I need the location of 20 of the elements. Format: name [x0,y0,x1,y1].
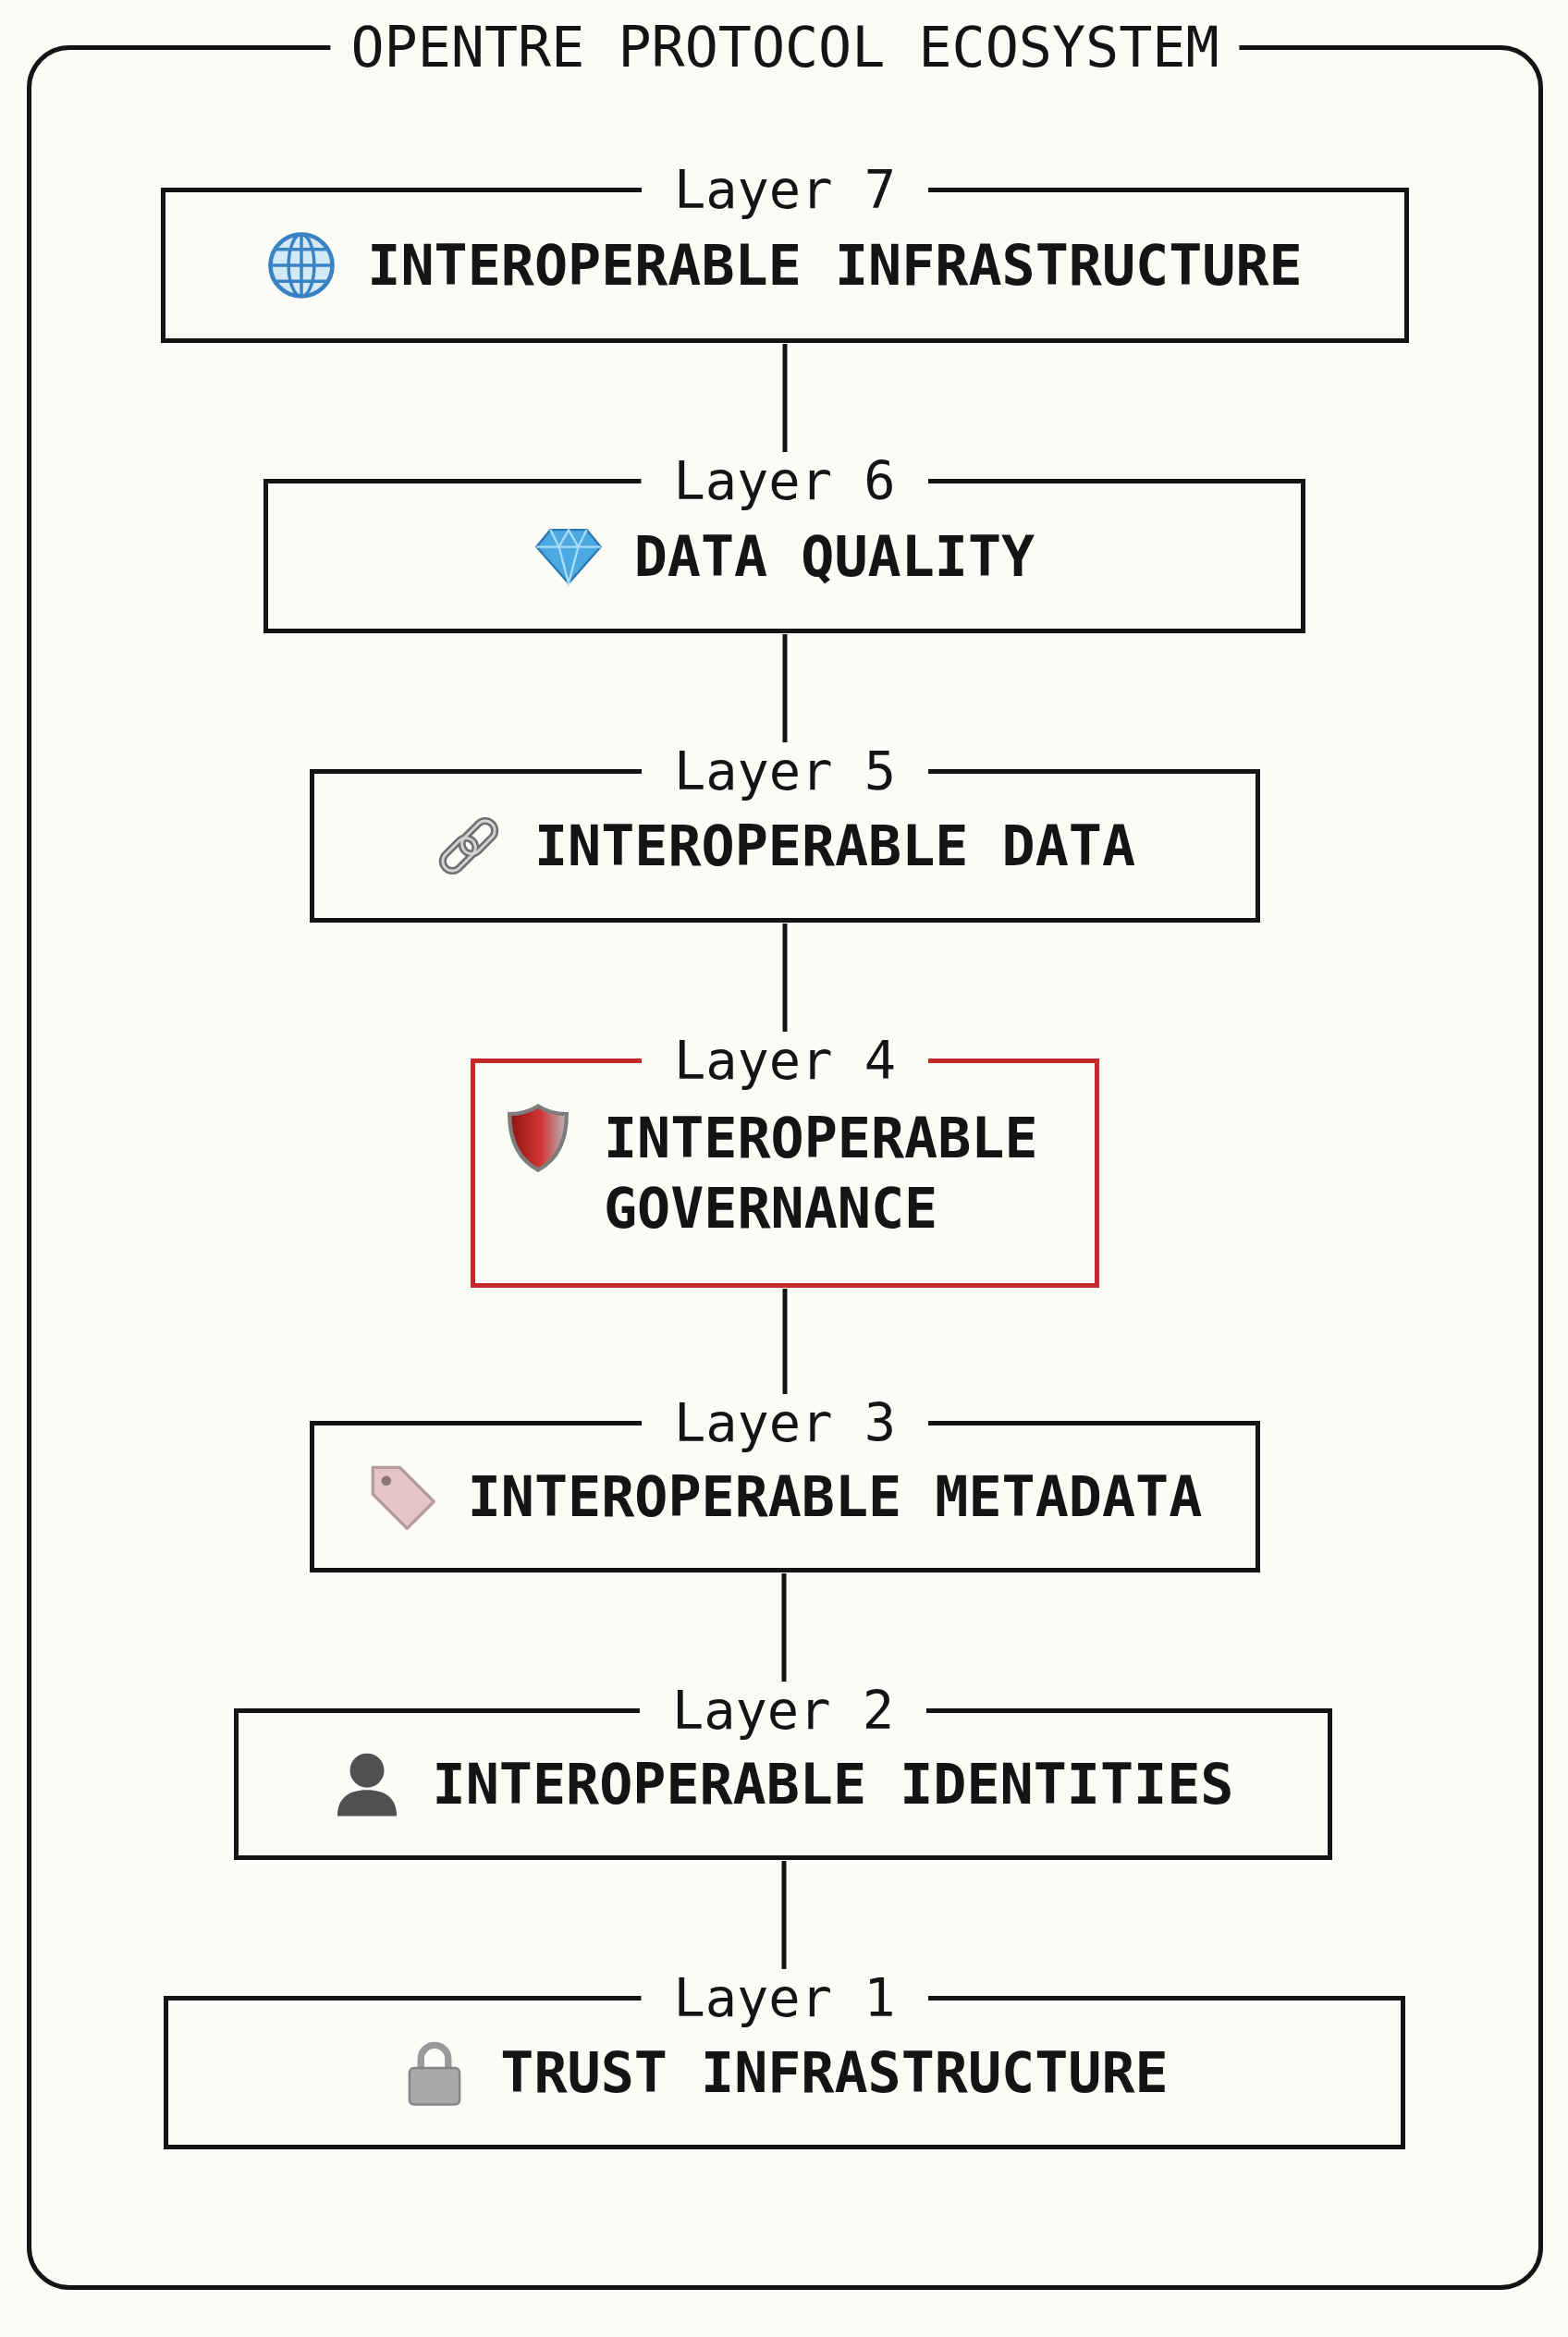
layer-name: TRUST INFRASTRUCTURE [500,2039,1169,2107]
layer-name: INTEROPERABLE IDENTITIES [432,1751,1234,1818]
layer-name: DATA QUALITY [633,522,1035,591]
layer-heading: Layer 4 [672,1033,898,1088]
connector-line [782,1289,788,1394]
layer-heading: Layer 6 [672,453,897,508]
connector-line [782,634,788,742]
layer-heading: Layer 7 [672,162,898,217]
layer-heading: Layer 5 [672,743,898,799]
connector-line [782,924,788,1032]
connector-line [782,344,788,452]
connector-line [781,1861,787,1969]
layer-heading: Layer 1 [672,1970,897,2025]
layer-name: INTEROPERABLE GOVERNANCE [604,1105,1039,1242]
layer-name: INTEROPERABLE DATA [533,813,1136,880]
layer-name: INTEROPERABLE INFRASTRUCTURE [367,232,1303,300]
layer-name: INTEROPERABLE METADATA [467,1463,1203,1531]
connector-line [781,1573,787,1682]
layer-heading: Layer 3 [672,1395,898,1450]
layer-heading: Layer 2 [670,1682,896,1738]
